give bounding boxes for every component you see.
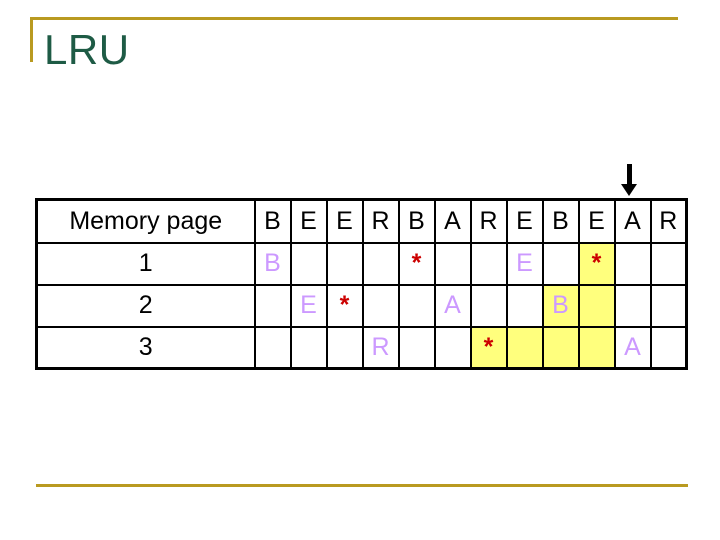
frame-row-1: 1 B * E * — [35, 241, 688, 286]
table-cell — [577, 283, 616, 328]
table-cell — [397, 283, 436, 328]
table-cell: B — [253, 241, 292, 286]
down-arrow-icon — [627, 164, 632, 185]
table-cell — [505, 325, 544, 370]
table-cell — [361, 283, 400, 328]
ref-letter: R — [469, 198, 508, 244]
table-cell: B — [541, 283, 580, 328]
table-cell: * — [577, 241, 616, 286]
ref-letter: E — [325, 198, 364, 244]
table-cell — [469, 283, 508, 328]
frame-row-3: 3 R * A — [35, 325, 688, 370]
frame-row-2: 2 E * A B — [35, 283, 688, 328]
table-cell: * — [397, 241, 436, 286]
table-cell — [541, 325, 580, 370]
memory-page-header: Memory page — [35, 198, 256, 244]
table-cell — [433, 241, 472, 286]
ref-letter: R — [649, 198, 688, 244]
bottom-rule — [36, 484, 688, 487]
lru-table: Memory page B E E R B A R E B E A R 1 B — [35, 198, 688, 370]
table-cell — [649, 325, 688, 370]
slide-title: LRU — [44, 26, 130, 73]
table-cell — [397, 325, 436, 370]
frame-number: 3 — [35, 325, 256, 370]
table-cell: E — [289, 283, 328, 328]
table-cell: A — [613, 325, 652, 370]
table-cell — [649, 241, 688, 286]
table-cell — [325, 241, 364, 286]
ref-letter: E — [289, 198, 328, 244]
top-rule — [30, 17, 678, 20]
table-cell: E — [505, 241, 544, 286]
table-cell: A — [433, 283, 472, 328]
frame-number: 2 — [35, 283, 256, 328]
ref-letter: E — [505, 198, 544, 244]
table-cell — [469, 241, 508, 286]
ref-letter: R — [361, 198, 400, 244]
table-cell: R — [361, 325, 400, 370]
table-cell: * — [469, 325, 508, 370]
table-header-row: Memory page B E E R B A R E B E A R — [35, 198, 688, 244]
table-cell: * — [325, 283, 364, 328]
table-cell — [649, 283, 688, 328]
table-cell — [289, 325, 328, 370]
ref-letter: B — [541, 198, 580, 244]
table-cell — [577, 325, 616, 370]
title-accent-bar — [30, 17, 33, 62]
table-cell — [433, 325, 472, 370]
ref-letter: B — [253, 198, 292, 244]
table-cell — [361, 241, 400, 286]
frame-number: 1 — [35, 241, 256, 286]
table-cell — [253, 283, 292, 328]
table-cell — [613, 283, 652, 328]
table-cell — [253, 325, 292, 370]
down-arrow-head-icon — [621, 184, 637, 196]
ref-letter: B — [397, 198, 436, 244]
table-cell — [505, 283, 544, 328]
ref-letter: A — [433, 198, 472, 244]
table-cell — [613, 241, 652, 286]
table-cell — [289, 241, 328, 286]
ref-letter: E — [577, 198, 616, 244]
ref-letter: A — [613, 198, 652, 244]
table-cell — [541, 241, 580, 286]
table-cell — [325, 325, 364, 370]
